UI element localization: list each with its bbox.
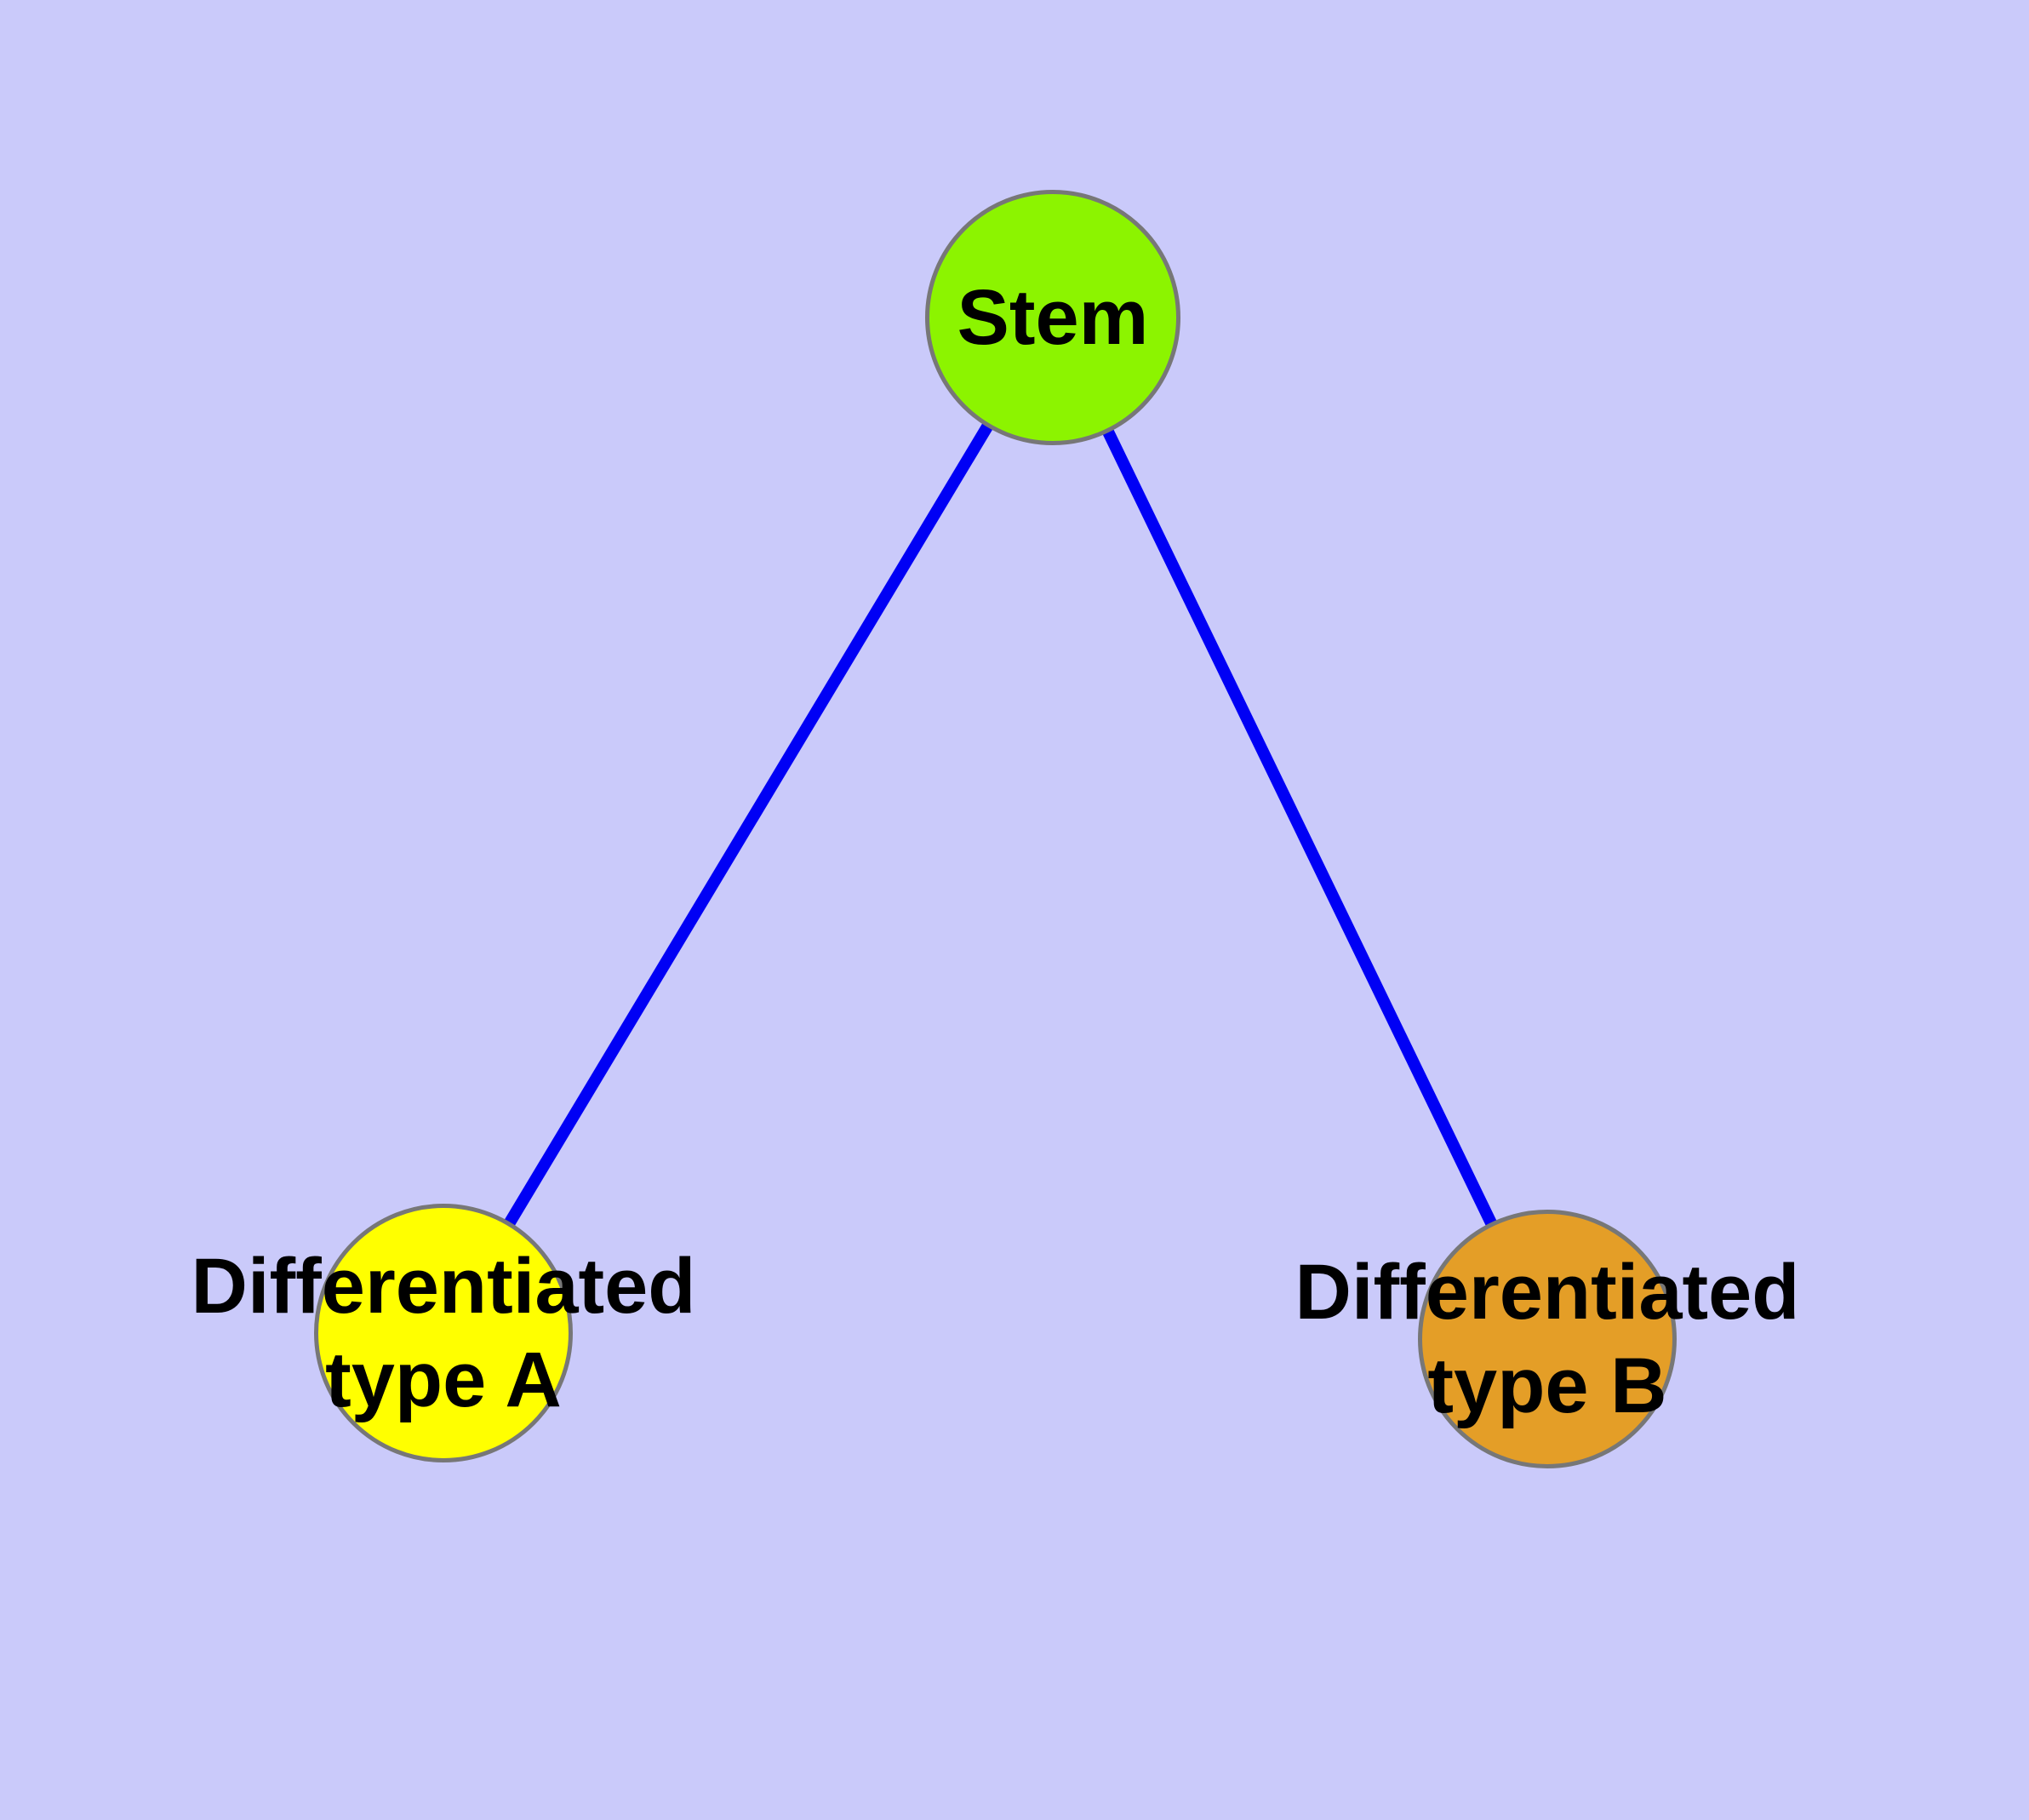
edge-stem-type-b	[1047, 314, 1553, 1342]
stem-label: Stem	[957, 274, 1149, 361]
edge-stem-type-a	[437, 314, 1059, 1336]
type-a-label: Differentiated type A	[191, 1243, 696, 1423]
type-b-node	[1418, 1210, 1677, 1468]
type-a-node	[314, 1204, 573, 1462]
stem-node	[925, 190, 1180, 445]
type-b-label: Differentiated type B	[1295, 1249, 1800, 1429]
